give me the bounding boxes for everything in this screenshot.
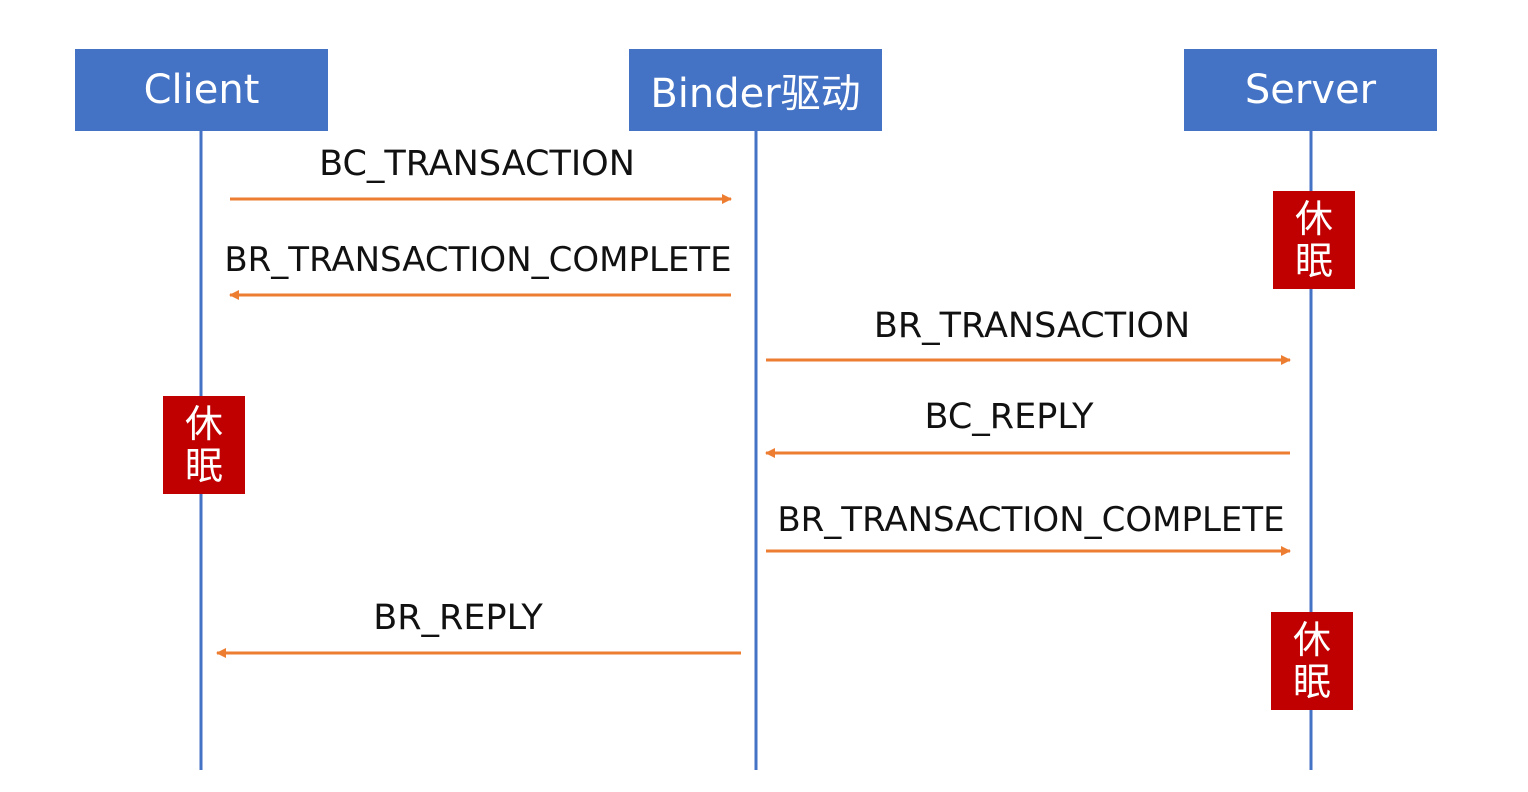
sleep-box-server-2: 休 眠 [1271, 612, 1353, 710]
sleep-char-1: 休 [184, 402, 223, 446]
sleep-char-2: 眠 [1292, 660, 1331, 704]
message-label-bc-reply: BC_REPLY [924, 397, 1094, 437]
sleep-box-server-1: 休 眠 [1273, 191, 1355, 289]
participant-binder-label: Binder驱动 [650, 71, 861, 117]
participant-server: Server [1184, 49, 1437, 131]
sleep-char-2: 眠 [1294, 239, 1333, 283]
participant-binder: Binder驱动 [629, 49, 882, 131]
participant-client: Client [75, 49, 328, 131]
message-label-br-transaction-complete-server: BR_TRANSACTION_COMPLETE [777, 500, 1285, 540]
sleep-char-1: 休 [1294, 197, 1333, 241]
message-label-br-reply: BR_REPLY [373, 598, 543, 638]
message-label-br-transaction: BR_TRANSACTION [873, 306, 1191, 346]
message-label-br-transaction-complete-client: BR_TRANSACTION_COMPLETE [224, 240, 732, 280]
participant-server-label: Server [1244, 67, 1377, 113]
message-label-bc-transaction: BC_TRANSACTION [319, 144, 635, 184]
sleep-box-client: 休 眠 [163, 396, 245, 494]
sleep-char-2: 眠 [184, 444, 223, 488]
participant-client-label: Client [143, 67, 260, 113]
sleep-char-1: 休 [1292, 618, 1331, 662]
